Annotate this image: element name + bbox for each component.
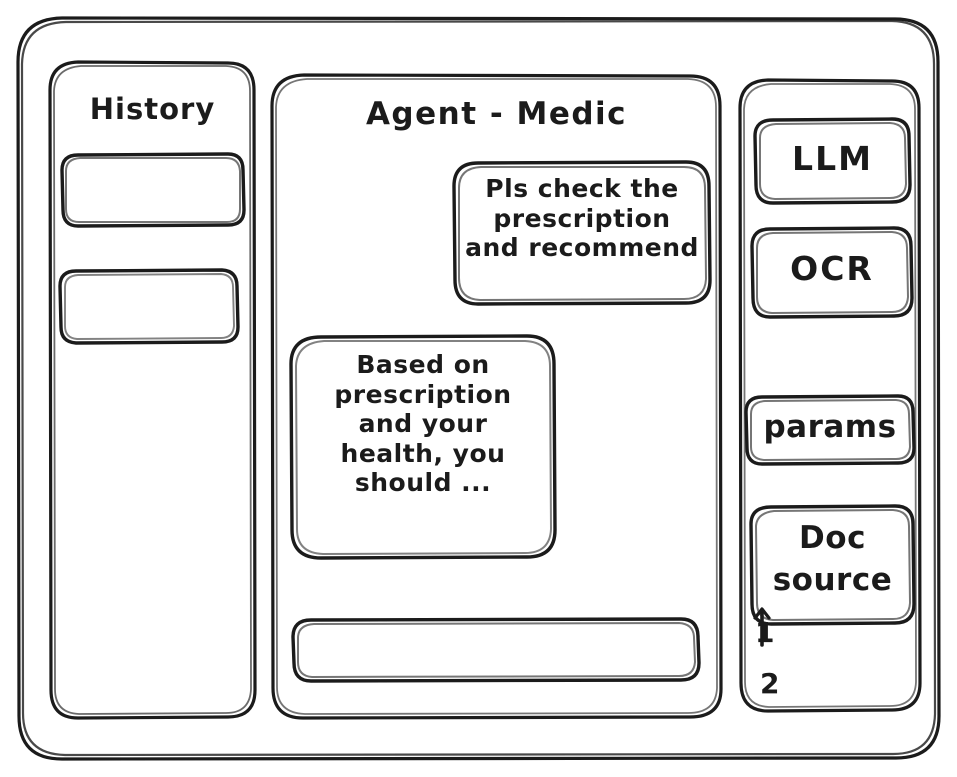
doc-source-item-1[interactable]: 1: [755, 616, 775, 649]
chat-panel-title: Agent - Medic: [365, 96, 628, 132]
chat-message-user-text: Pls check the prescription and recommend: [465, 174, 699, 262]
tool-button-llm[interactable]: LLM: [753, 117, 912, 205]
history-item[interactable]: [58, 268, 240, 345]
chat-message-agent-text: Based on prescription and your health, y…: [334, 350, 512, 497]
chat-message-user: Pls check the prescription and recommend: [452, 160, 712, 306]
tool-button-llm-label: LLM: [792, 139, 873, 178]
history-item[interactable]: [60, 152, 246, 228]
tool-button-ocr-label: OCR: [790, 249, 874, 288]
doc-source-label: Doc source: [772, 520, 893, 598]
history-panel-title: History: [89, 92, 216, 126]
tool-button-ocr[interactable]: OCR: [750, 226, 914, 319]
tool-button-params[interactable]: params: [744, 394, 916, 466]
chat-input[interactable]: [291, 617, 701, 683]
chat-message-agent: Based on prescription and your health, y…: [289, 334, 557, 560]
tool-button-params-label: params: [763, 409, 897, 445]
doc-source-item-2[interactable]: 2: [760, 667, 780, 700]
